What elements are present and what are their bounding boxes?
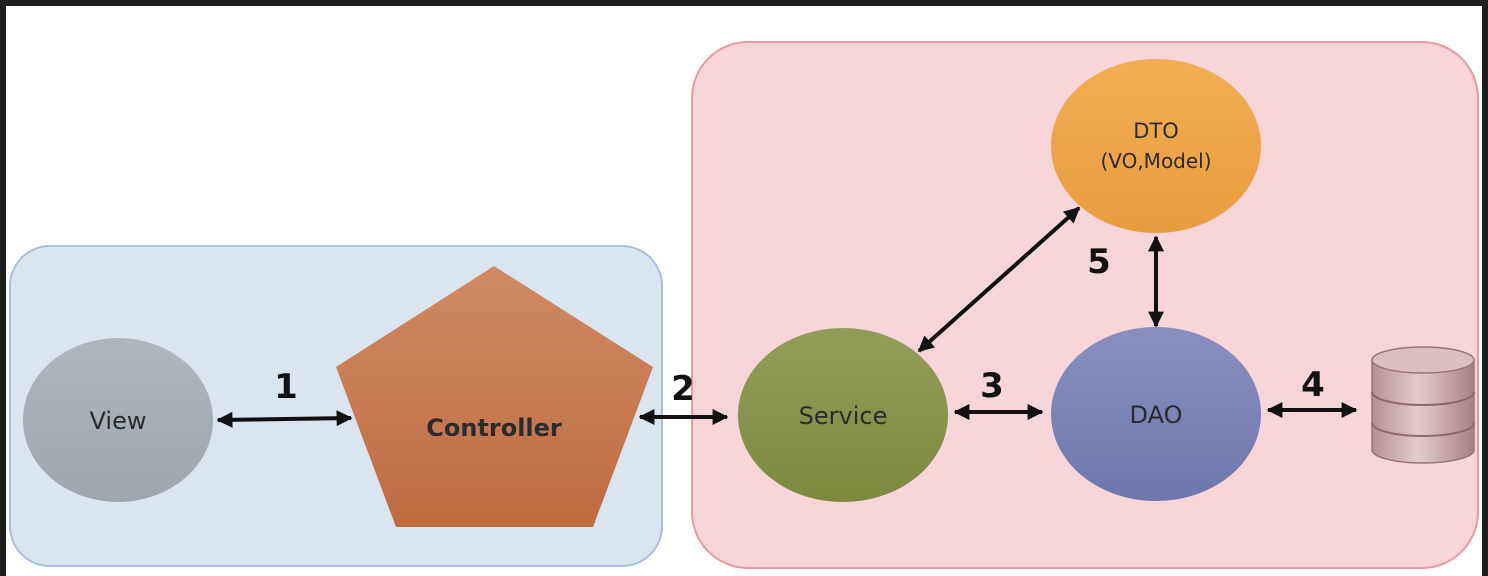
dto-label-line2: (VO,Model) [1100, 149, 1211, 173]
dto-node: DTO (VO,Model) [1051, 59, 1261, 233]
view-label: View [90, 407, 147, 435]
arrow-view-controller [216, 410, 353, 428]
database-icon [1371, 346, 1475, 464]
step-label-1: 1 [274, 367, 298, 407]
step-label-5: 5 [1087, 242, 1111, 282]
service-node: Service [738, 328, 948, 502]
dto-label-line1: DTO [1133, 119, 1179, 143]
service-label: Service [799, 402, 888, 430]
step-label-2: 2 [671, 369, 695, 409]
dao-node: DAO [1051, 327, 1261, 501]
controller-node: Controller [336, 266, 653, 527]
controller-label: Controller [426, 414, 562, 442]
step-label-4: 4 [1301, 365, 1325, 405]
dao-label: DAO [1130, 401, 1183, 429]
step-label-3: 3 [980, 366, 1004, 406]
arrow-service-dto [917, 206, 1081, 353]
view-node: View [23, 338, 213, 502]
arrows [216, 206, 1358, 428]
